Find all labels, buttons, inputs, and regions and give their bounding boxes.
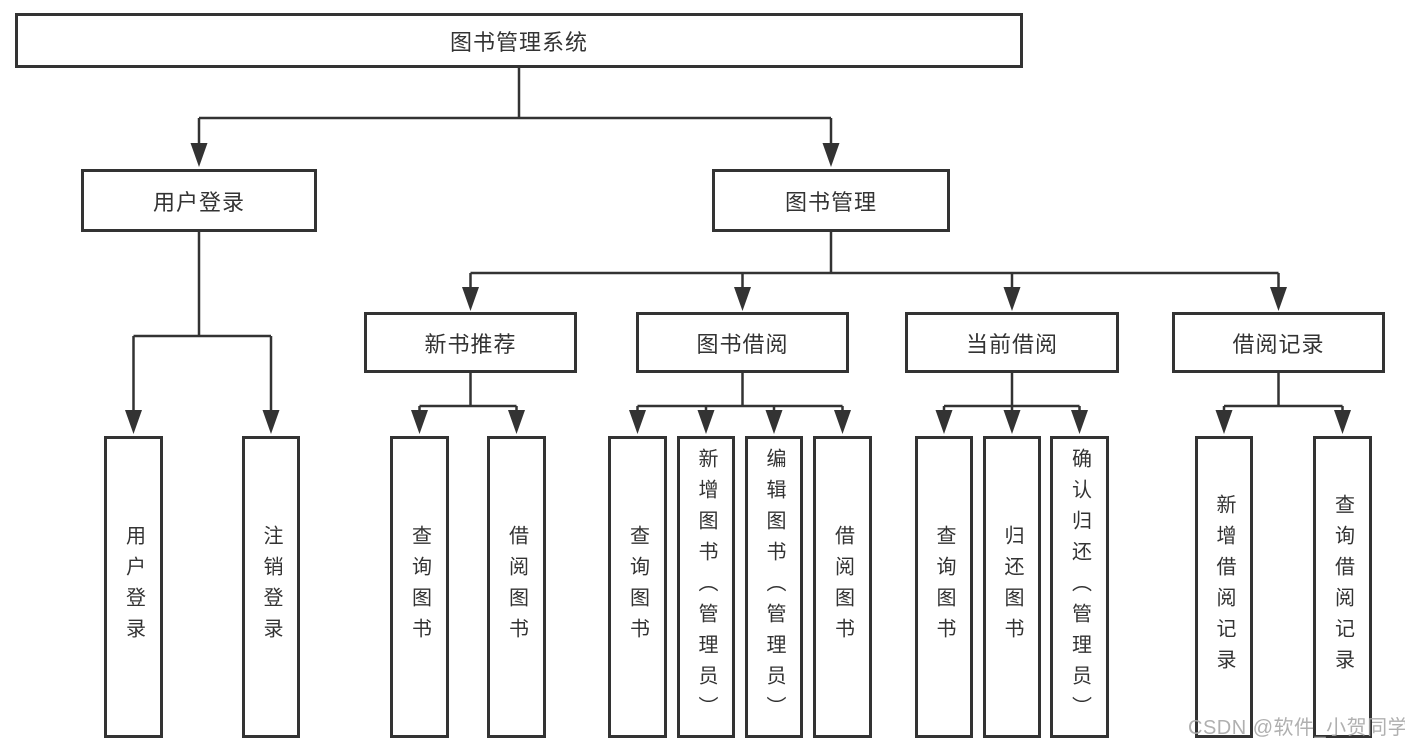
node-label: 新增图书（管理员） — [695, 447, 717, 727]
node-label: 当前借阅 — [965, 331, 1058, 357]
node-query-books-current: 查询图书 — [915, 436, 973, 738]
node-book-management-system: 图书管理系统 — [15, 13, 1023, 68]
node-user-login-leaf: 用户登录 — [104, 436, 163, 738]
node-add-borrow-record: 新增借阅记录 — [1195, 436, 1253, 738]
node-current-borrow: 当前借阅 — [905, 312, 1119, 373]
node-book-management: 图书管理 — [712, 169, 950, 232]
node-label: 查询图书 — [626, 525, 649, 649]
node-logout: 注销登录 — [242, 436, 300, 738]
node-query-books-borrow: 查询图书 — [608, 436, 667, 738]
node-label: 查询图书 — [408, 525, 431, 649]
node-borrow-books-recommend: 借阅图书 — [487, 436, 546, 738]
node-borrow-books: 借阅图书 — [813, 436, 872, 738]
node-confirm-return-admin: 确认归还（管理员） — [1050, 436, 1109, 738]
node-label: 图书借阅 — [696, 331, 789, 357]
node-label: 借阅图书 — [505, 525, 528, 649]
node-label: 查询图书 — [933, 525, 955, 649]
node-label: 归还图书 — [1001, 525, 1023, 649]
node-label: 新书推荐 — [424, 331, 517, 357]
node-label: 借阅图书 — [831, 525, 854, 649]
node-label: 查询借阅记录 — [1331, 494, 1354, 680]
node-user-login: 用户登录 — [81, 169, 317, 232]
node-query-books-recommend: 查询图书 — [390, 436, 449, 738]
node-label: 用户登录 — [152, 189, 245, 215]
node-label: 编辑图书（管理员） — [763, 447, 785, 727]
node-label: 确认归还（管理员） — [1068, 447, 1091, 727]
node-label: 借阅记录 — [1232, 331, 1325, 357]
node-new-book-recommend: 新书推荐 — [364, 312, 577, 373]
node-label: 图书管理系统 — [449, 29, 588, 55]
node-label: 新增借阅记录 — [1213, 494, 1235, 680]
node-borrow-records: 借阅记录 — [1172, 312, 1385, 373]
node-label: 注销登录 — [260, 525, 282, 649]
node-edit-books-admin: 编辑图书（管理员） — [745, 436, 803, 738]
node-query-borrow-record: 查询借阅记录 — [1313, 436, 1372, 738]
node-label: 图书管理 — [784, 189, 877, 215]
node-return-books: 归还图书 — [983, 436, 1041, 738]
watermark: CSDN @软件_小贺同学 — [1188, 717, 1405, 739]
node-label: 用户登录 — [122, 525, 145, 649]
node-add-books-admin: 新增图书（管理员） — [677, 436, 735, 738]
node-book-borrow: 图书借阅 — [636, 312, 849, 373]
